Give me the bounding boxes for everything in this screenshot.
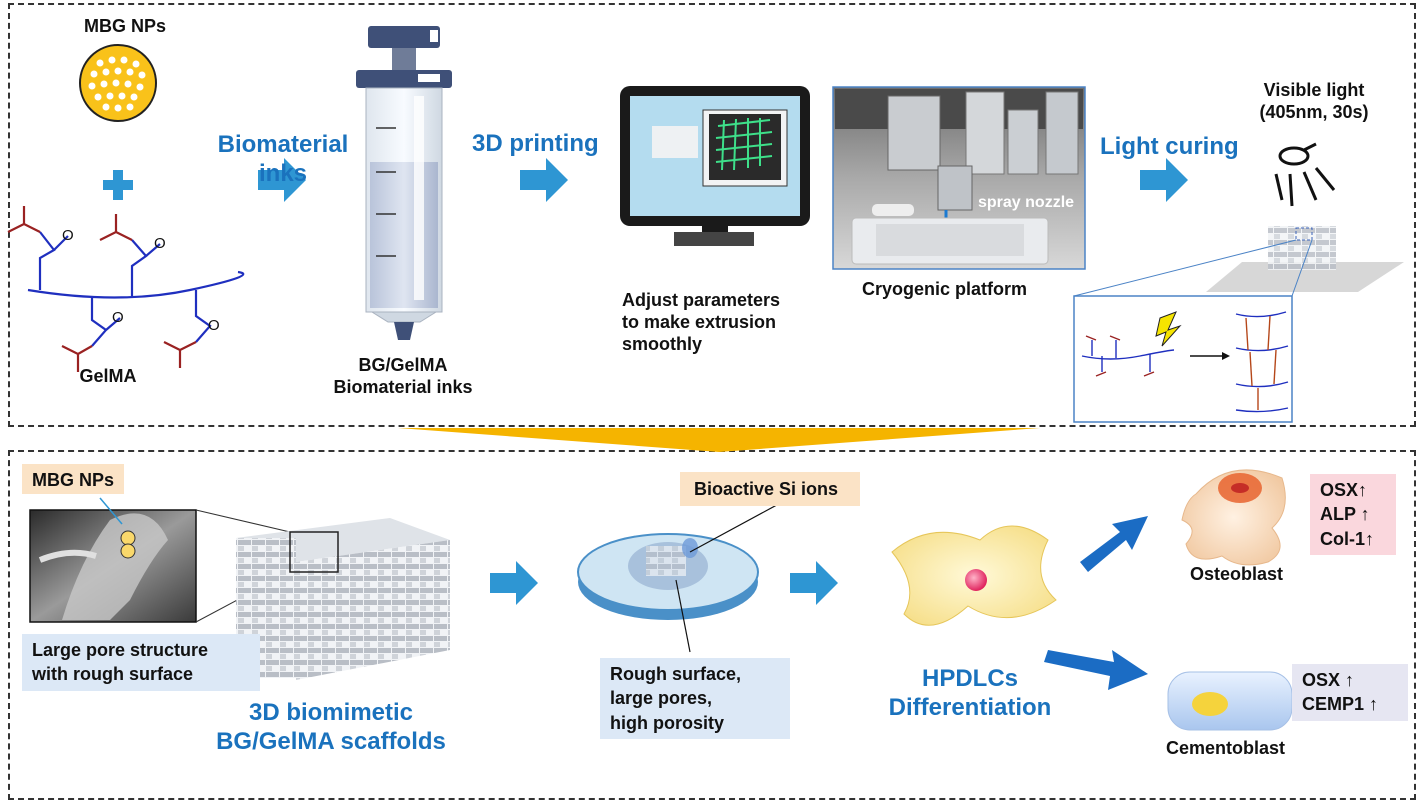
culture-dish-icon [577,533,759,620]
transition-arrow-icon [398,428,1040,452]
nozzle-label: spray nozzle [978,194,1075,211]
syringe-icon [356,26,452,340]
step-light-curing: Light curing [1100,133,1239,160]
svg-text:O: O [208,317,220,334]
process-arrows [258,158,1188,605]
arrow-icon-1 [258,158,306,202]
plus-icon [103,170,133,200]
light-source-icon [1274,142,1336,207]
svg-text:O: O [154,235,166,252]
differentiation-title: HPDLCs Differentiation [888,665,1052,722]
step-biomaterial-inks: Biomaterial inks [217,131,349,188]
syringe-caption: BG/GelMA Biomaterial inks [333,355,473,397]
sem-micrograph [29,497,197,623]
monitor-caption: Adjust parameters to make extrusion smoo… [622,290,781,354]
svg-text:O: O [62,227,74,244]
osteoblast-markers: OSX↑ ALP ↑ Col-1↑ [1310,474,1396,555]
light-label: Visible light (405nm, 30s) [1259,80,1369,122]
arrow-icon-3 [1140,158,1188,202]
cured-scaffold-icon [1206,226,1404,292]
scaffold-3d-icon [236,518,450,680]
gelma-label: GelMA [79,366,137,386]
surface-properties-tag: Rough surface, large pores, high porosit… [600,658,790,739]
osteoblast-cell-icon [1181,469,1286,566]
arrow-icon-2 [520,158,568,202]
gelma-oxygen-labels: O O O O [62,227,220,334]
gelma-structure-icon [7,206,245,372]
si-ions-tag: Bioactive Si ions [680,472,860,507]
step-3d-printing: 3D printing [472,130,599,157]
mbg-tag: MBG NPs [22,464,125,494]
arrow-to-osteoblast-icon [1080,516,1148,572]
arrow-to-cementoblast-icon [1044,650,1148,690]
arrow-icon-5 [790,561,838,605]
cementoblast-markers: OSX ↑ CEMP1 ↑ [1292,664,1408,721]
scaffold-title: 3D biomimetic BG/GelMA scaffolds [216,699,446,756]
osteoblast-label: Osteoblast [1190,564,1284,584]
svg-text:O: O [112,309,124,326]
crosslink-inset [1073,295,1293,423]
cementoblast-label: Cementoblast [1166,738,1286,758]
monitor-icon [620,86,810,246]
dish-callout-lines [675,499,787,653]
mbg-nanoparticle-icon [79,44,157,122]
hpdlc-cell-icon [891,525,1057,626]
synthesis-panel [8,3,1416,427]
pore-structure-tag: Large pore structure with rough surface [22,634,260,691]
zoom-lines [1073,239,1313,297]
arrow-icon-4 [490,561,538,605]
cryogenic-printer-photo [832,86,1086,270]
mbg-label: MBG NPs [84,16,167,36]
cementoblast-cell-icon [1167,671,1293,731]
platform-caption: Cryogenic platform [862,279,1028,299]
